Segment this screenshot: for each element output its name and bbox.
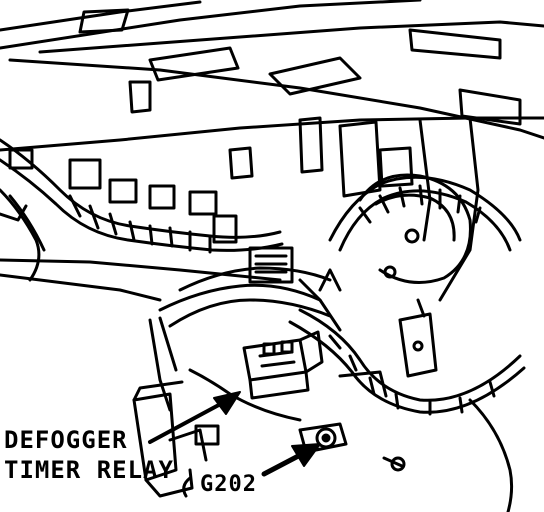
wiring-harness-left bbox=[0, 138, 284, 282]
ground-label-hook bbox=[182, 476, 192, 498]
center-bracket bbox=[128, 80, 414, 198]
lower-right-bracket bbox=[338, 298, 438, 398]
ground-g202-label: G202 bbox=[200, 472, 257, 497]
panel-vent-left bbox=[78, 8, 130, 34]
defogger-timer-relay bbox=[242, 330, 324, 400]
wiring-harness-right bbox=[288, 175, 526, 512]
arrow-to-ground bbox=[261, 443, 321, 477]
harness-connectors bbox=[8, 148, 294, 284]
panel-vent-center bbox=[148, 46, 240, 82]
timer-relay-label-line2: TIMER RELAY bbox=[4, 456, 174, 484]
center-wires bbox=[148, 266, 342, 422]
panel-vent-right bbox=[268, 56, 362, 96]
heater-housing bbox=[358, 173, 472, 284]
relay-mounting-bracket bbox=[132, 380, 220, 498]
panel-plate-upper-right bbox=[408, 28, 522, 126]
defogger-label-line1: DEFOGGER bbox=[4, 426, 128, 454]
arrow-to-relay bbox=[148, 391, 241, 444]
